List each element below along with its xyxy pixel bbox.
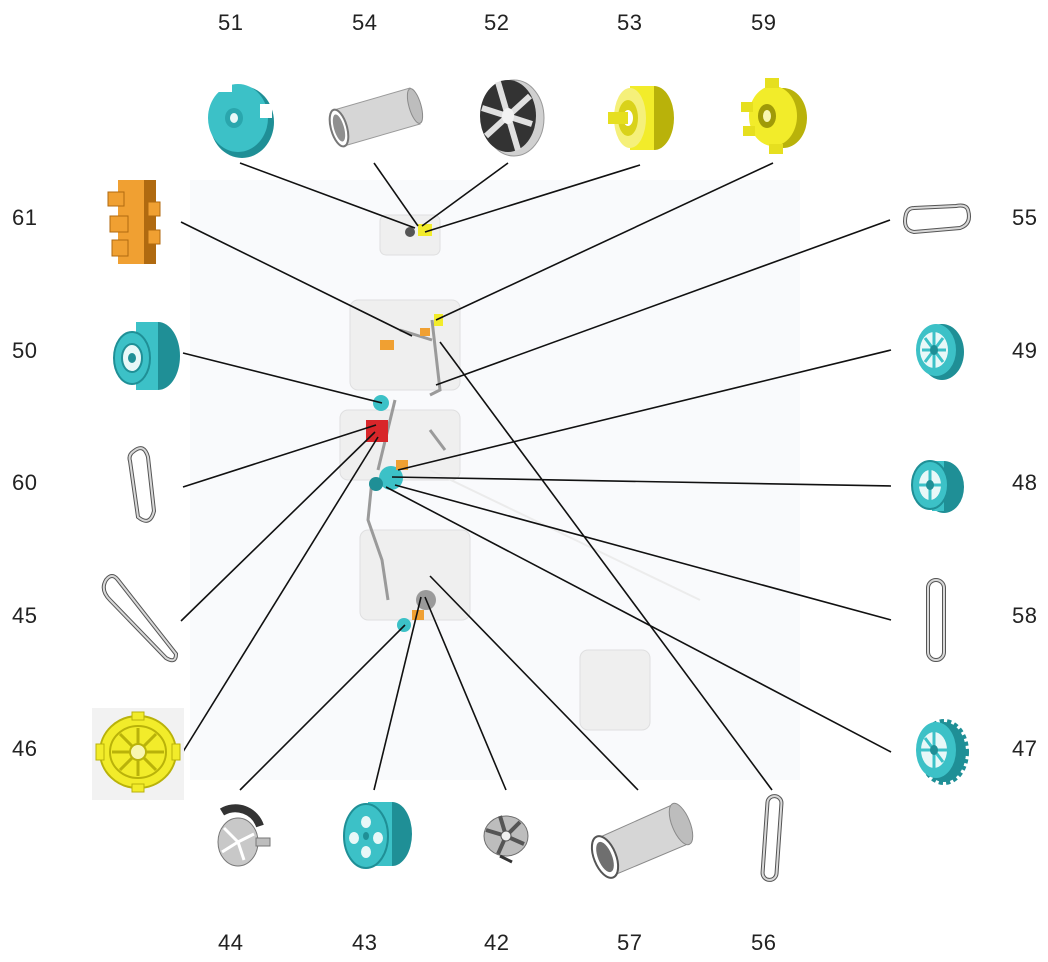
part-label-51: 51 — [218, 10, 244, 35]
leader-45 — [180, 431, 376, 622]
narrow-belt-icon — [760, 794, 784, 882]
teal-cog-wheel-icon — [911, 460, 964, 513]
leader-lines — [180, 162, 892, 791]
belt-loop-icon — [127, 446, 157, 523]
leader-51 — [239, 162, 416, 229]
part-label-45: 45 — [12, 603, 38, 628]
teal-spoked-wheel-icon — [916, 324, 964, 380]
part-label-52: 52 — [484, 10, 510, 35]
part-label-60: 60 — [12, 470, 38, 495]
yellow-spoked-gear-icon — [95, 711, 181, 793]
gray-sleeve-icon — [590, 802, 694, 879]
part-label-61: 61 — [12, 205, 38, 230]
leader-42 — [424, 596, 507, 791]
teal-roller-icon — [343, 802, 412, 869]
part-label-56: 56 — [751, 930, 777, 955]
part-label-43: 43 — [352, 930, 378, 955]
gray-tube-icon — [328, 87, 424, 148]
part-label-47: 47 — [1012, 736, 1038, 761]
teal-pulley-icon — [113, 322, 180, 390]
assembly-colored-parts — [366, 224, 443, 632]
assembly-background — [190, 180, 800, 780]
gray-impeller-icon — [483, 815, 529, 864]
part-label-59: 59 — [751, 10, 777, 35]
part-label-48: 48 — [1012, 470, 1038, 495]
leader-61 — [180, 221, 413, 337]
part-label-54: 54 — [352, 10, 378, 35]
part-label-57: 57 — [617, 930, 643, 955]
part-label-44: 44 — [218, 930, 244, 955]
part-label-50: 50 — [12, 338, 38, 363]
teal-gear-disc-icon — [208, 82, 274, 158]
part-label-55: 55 — [1012, 205, 1038, 230]
long-belt-icon — [101, 574, 179, 663]
leader-58 — [394, 484, 892, 621]
orange-bracket-icon — [107, 180, 161, 264]
dark-spoked-hub-icon — [480, 79, 545, 157]
part-label-46: 46 — [12, 736, 38, 761]
leader-48 — [391, 476, 892, 487]
leader-46 — [180, 436, 379, 756]
leader-54 — [373, 162, 419, 227]
teal-toothed-gear-icon — [916, 719, 969, 785]
part-label-42: 42 — [484, 930, 510, 955]
leader-59 — [435, 162, 774, 321]
leader-50 — [182, 352, 383, 404]
leader-57 — [429, 575, 639, 791]
leader-56 — [439, 341, 773, 791]
gray-vaned-hub-icon — [217, 804, 271, 867]
part-label-53: 53 — [617, 10, 643, 35]
leader-60 — [182, 424, 377, 488]
yellow-cog-hub-icon — [741, 78, 807, 154]
leader-44 — [239, 624, 406, 791]
leader-49 — [397, 349, 892, 471]
vertical-belt-icon — [926, 578, 946, 662]
yellow-pulley-icon — [608, 86, 674, 150]
leader-55 — [435, 219, 891, 386]
short-belt-icon — [903, 203, 971, 235]
part-label-49: 49 — [1012, 338, 1038, 363]
leader-52 — [421, 162, 509, 227]
leader-47 — [385, 486, 892, 753]
part-label-58: 58 — [1012, 603, 1038, 628]
leader-43 — [373, 596, 422, 791]
leader-53 — [424, 164, 641, 233]
